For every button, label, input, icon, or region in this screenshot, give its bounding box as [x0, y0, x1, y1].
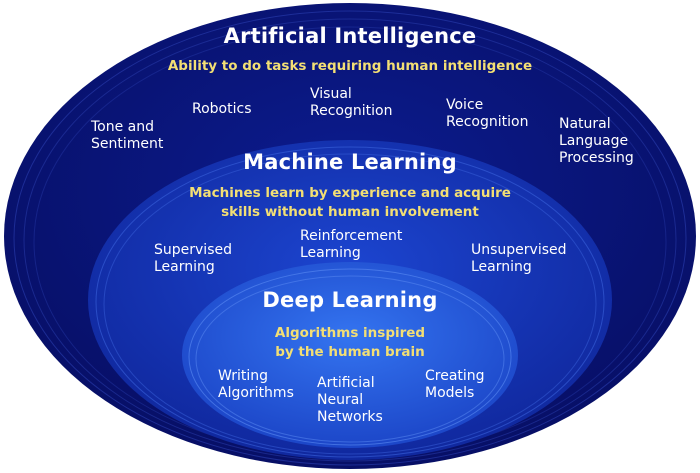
ai-item-tone-sentiment: Tone and Sentiment [91, 119, 164, 152]
dl-item-writing-algorithms: Writing Algorithms [218, 368, 294, 401]
ai-title: Artificial Intelligence [223, 24, 477, 48]
dl-item-creating-models: Creating Models [425, 368, 485, 401]
ai-item-visual-recognition: Visual Recognition [310, 86, 393, 119]
dl-title: Deep Learning [262, 288, 438, 312]
ai-subtitle: Ability to do tasks requiring human inte… [167, 58, 533, 74]
ml-item-reinforcement: Reinforcement Learning [300, 228, 403, 261]
ai-item-voice-recognition: Voice Recognition [446, 97, 529, 130]
ml-item-supervised: Supervised Learning [154, 242, 232, 275]
ml-subtitle: Machines learn by experience and acquire… [189, 185, 511, 220]
ai-item-robotics: Robotics [192, 101, 252, 117]
ai-item-nlp: Natural Language Processing [559, 116, 634, 166]
ml-title: Machine Learning [243, 150, 457, 174]
dl-subtitle: Algorithms inspired by the human brain [274, 325, 426, 360]
ml-item-unsupervised: Unsupervised Learning [471, 242, 567, 275]
dl-ellipse [182, 262, 518, 448]
dl-item-neural-networks: Artificial Neural Networks [317, 375, 383, 425]
